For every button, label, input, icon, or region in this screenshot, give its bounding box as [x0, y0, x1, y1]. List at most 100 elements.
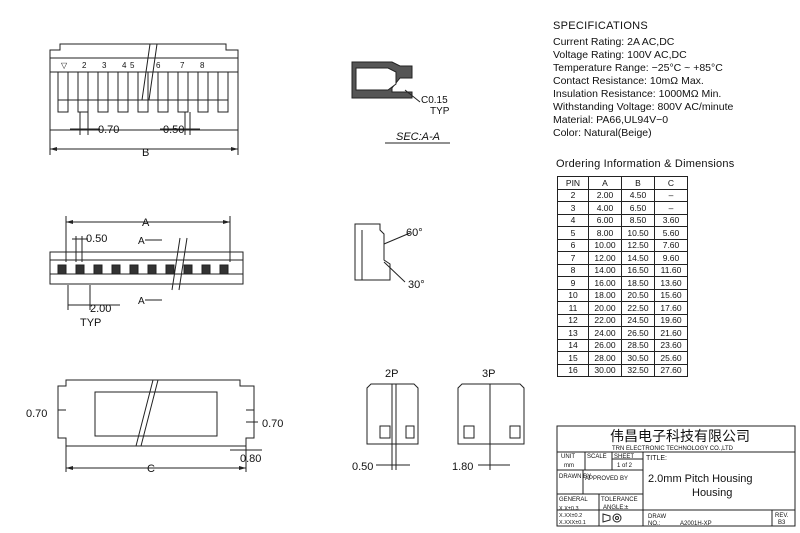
bottom-view [57, 379, 262, 472]
table-cell: 8.50 [621, 213, 655, 227]
dim-c-label: C [147, 463, 155, 475]
table-cell: 12.00 [588, 251, 622, 265]
table-cell: 8.00 [588, 226, 622, 240]
table-cell: 4.50 [621, 188, 655, 202]
table-cell: 28.00 [588, 351, 622, 365]
side-view [354, 223, 411, 283]
table-cell: 7.60 [654, 238, 688, 252]
spec-current-rating: Current Rating: 2A AC,DC [553, 36, 675, 48]
table-cell: 24.00 [588, 326, 622, 340]
angle-tolerance-label: ANGLE:± [603, 505, 629, 511]
header-a: A [588, 176, 622, 190]
table-cell: 30.00 [588, 363, 622, 377]
angle-top-label: 60° [406, 227, 423, 239]
sec-mark-bottom: A [138, 296, 145, 307]
label-3p: 3P [482, 368, 495, 380]
rev-value: B3 [778, 520, 786, 526]
table-cell: 13.60 [654, 276, 688, 290]
pin-number-7: 7 [180, 61, 185, 70]
dim-3p-label: 1.80 [452, 461, 473, 473]
table-cell: 8 [557, 263, 589, 277]
rev-label: REV. [775, 513, 789, 519]
table-cell: 22.50 [621, 301, 655, 315]
header-c: C [654, 176, 688, 190]
sheet-value: 1 of 2 [617, 463, 633, 469]
pin-number-3: 3 [102, 61, 107, 70]
pin-number-4: 4 [122, 61, 127, 70]
dim-top-label: 0.50 [86, 233, 107, 245]
table-cell: 7 [557, 251, 589, 265]
tolerance-2: X.XX±0.2 [559, 513, 582, 519]
table-cell: 16.00 [588, 276, 622, 290]
pin-number-6: 6 [156, 61, 161, 70]
general-label: GENERAL [559, 497, 588, 503]
spec-voltage-rating: Voltage Rating: 100V AC,DC [553, 49, 687, 61]
table-cell: 28.50 [621, 338, 655, 352]
company-name-cn: 伟昌电子科技有限公司 [610, 428, 750, 444]
table-cell: 16 [557, 363, 589, 377]
draw-label: DRAW [648, 514, 666, 520]
sec-mark-top: A [138, 236, 145, 247]
table-cell: 14.50 [621, 251, 655, 265]
top-view [49, 43, 239, 155]
scale-label: SCALE [587, 454, 607, 460]
typ-front-label: TYP [80, 317, 101, 329]
specifications-panel: SPECIFICATIONS Current Rating: 2A AC,DC … [553, 20, 793, 140]
table-cell: 13 [557, 326, 589, 340]
projection-symbol-icon [602, 513, 622, 523]
table-cell: 4.00 [588, 201, 622, 215]
title-block [556, 425, 796, 527]
specifications-heading: SPECIFICATIONS [553, 20, 649, 32]
pin-number-5: 5 [130, 61, 135, 70]
table-cell: 5.60 [654, 226, 688, 240]
table-cell: 24.50 [621, 313, 655, 327]
approved-by-label: APPROVED BY [585, 476, 628, 482]
table-cell: 23.60 [654, 338, 688, 352]
sheet-label: SHEET [614, 454, 634, 460]
table-cell: 11.60 [654, 263, 688, 277]
tolerance-3: X.XXX±0.1 [559, 520, 586, 526]
spec-withstanding-voltage: Withstanding Voltage: 800V AC/minute [553, 101, 734, 113]
section-caption: SEC:A-A [396, 131, 440, 143]
table-cell: 4 [557, 213, 589, 227]
table-cell: 21.60 [654, 326, 688, 340]
dim-left-label: 0.70 [26, 408, 47, 420]
table-cell: 16.50 [621, 263, 655, 277]
pin-number-8: 8 [200, 61, 205, 70]
unit-label: UNIT [561, 454, 575, 460]
table-cell: 15 [557, 351, 589, 365]
table-cell: 6.50 [621, 201, 655, 215]
table-cell: 2 [557, 188, 589, 202]
table-cell: 22.00 [588, 313, 622, 327]
table-cell: 20.00 [588, 301, 622, 315]
spec-color: Color: Natural(Beige) [553, 127, 652, 139]
ordering-table-header: PIN A B C [557, 176, 688, 190]
table-cell: – [654, 201, 688, 215]
table-cell: 25.60 [654, 351, 688, 365]
table-cell: 6.00 [588, 213, 622, 227]
dim-a-label: A [142, 217, 150, 229]
end-view-2p [366, 383, 419, 470]
table-cell: 14.00 [588, 263, 622, 277]
label-2p: 2P [385, 368, 398, 380]
section-a-a [351, 61, 450, 144]
table-cell: 17.60 [654, 301, 688, 315]
drawing-no-label: NO.: [648, 521, 661, 527]
title-line-2: Housing [692, 487, 732, 499]
unit-value: mm [564, 463, 574, 469]
table-cell: 15.60 [654, 288, 688, 302]
company-name-en: TRN ELECTRONIC TECHNOLOGY CO.,LTD [612, 446, 734, 452]
table-cell: 6 [557, 238, 589, 252]
table-cell: 26.50 [621, 326, 655, 340]
